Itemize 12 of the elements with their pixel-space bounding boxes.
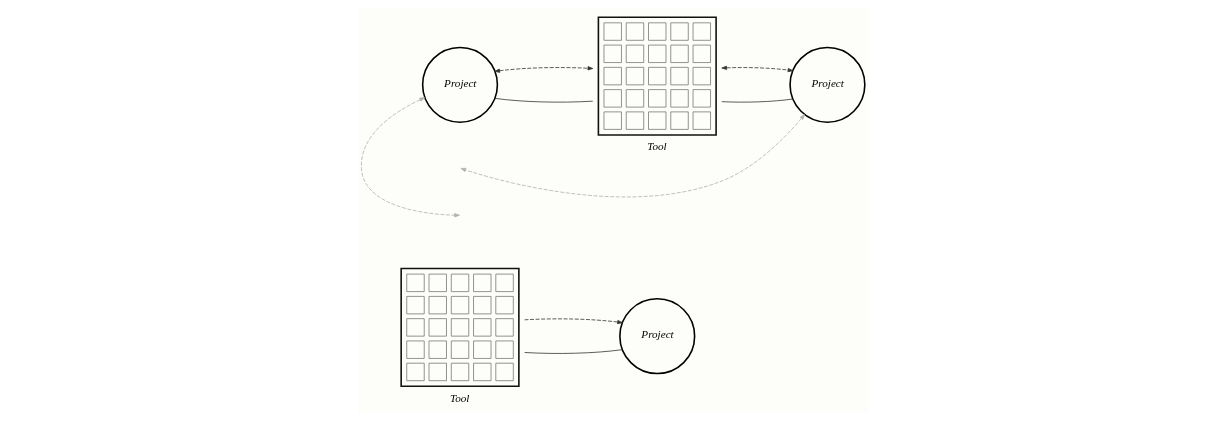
connector xyxy=(494,97,593,103)
arrow xyxy=(720,65,793,73)
node-label: Tool xyxy=(646,140,667,153)
node-box xyxy=(597,16,717,136)
node-box xyxy=(399,267,520,388)
arrow xyxy=(360,97,460,218)
connector xyxy=(523,349,623,354)
arrow xyxy=(523,318,623,325)
node-label: Tool xyxy=(449,391,469,404)
arrow xyxy=(460,114,805,198)
arrow xyxy=(494,66,593,73)
connector xyxy=(720,98,793,103)
